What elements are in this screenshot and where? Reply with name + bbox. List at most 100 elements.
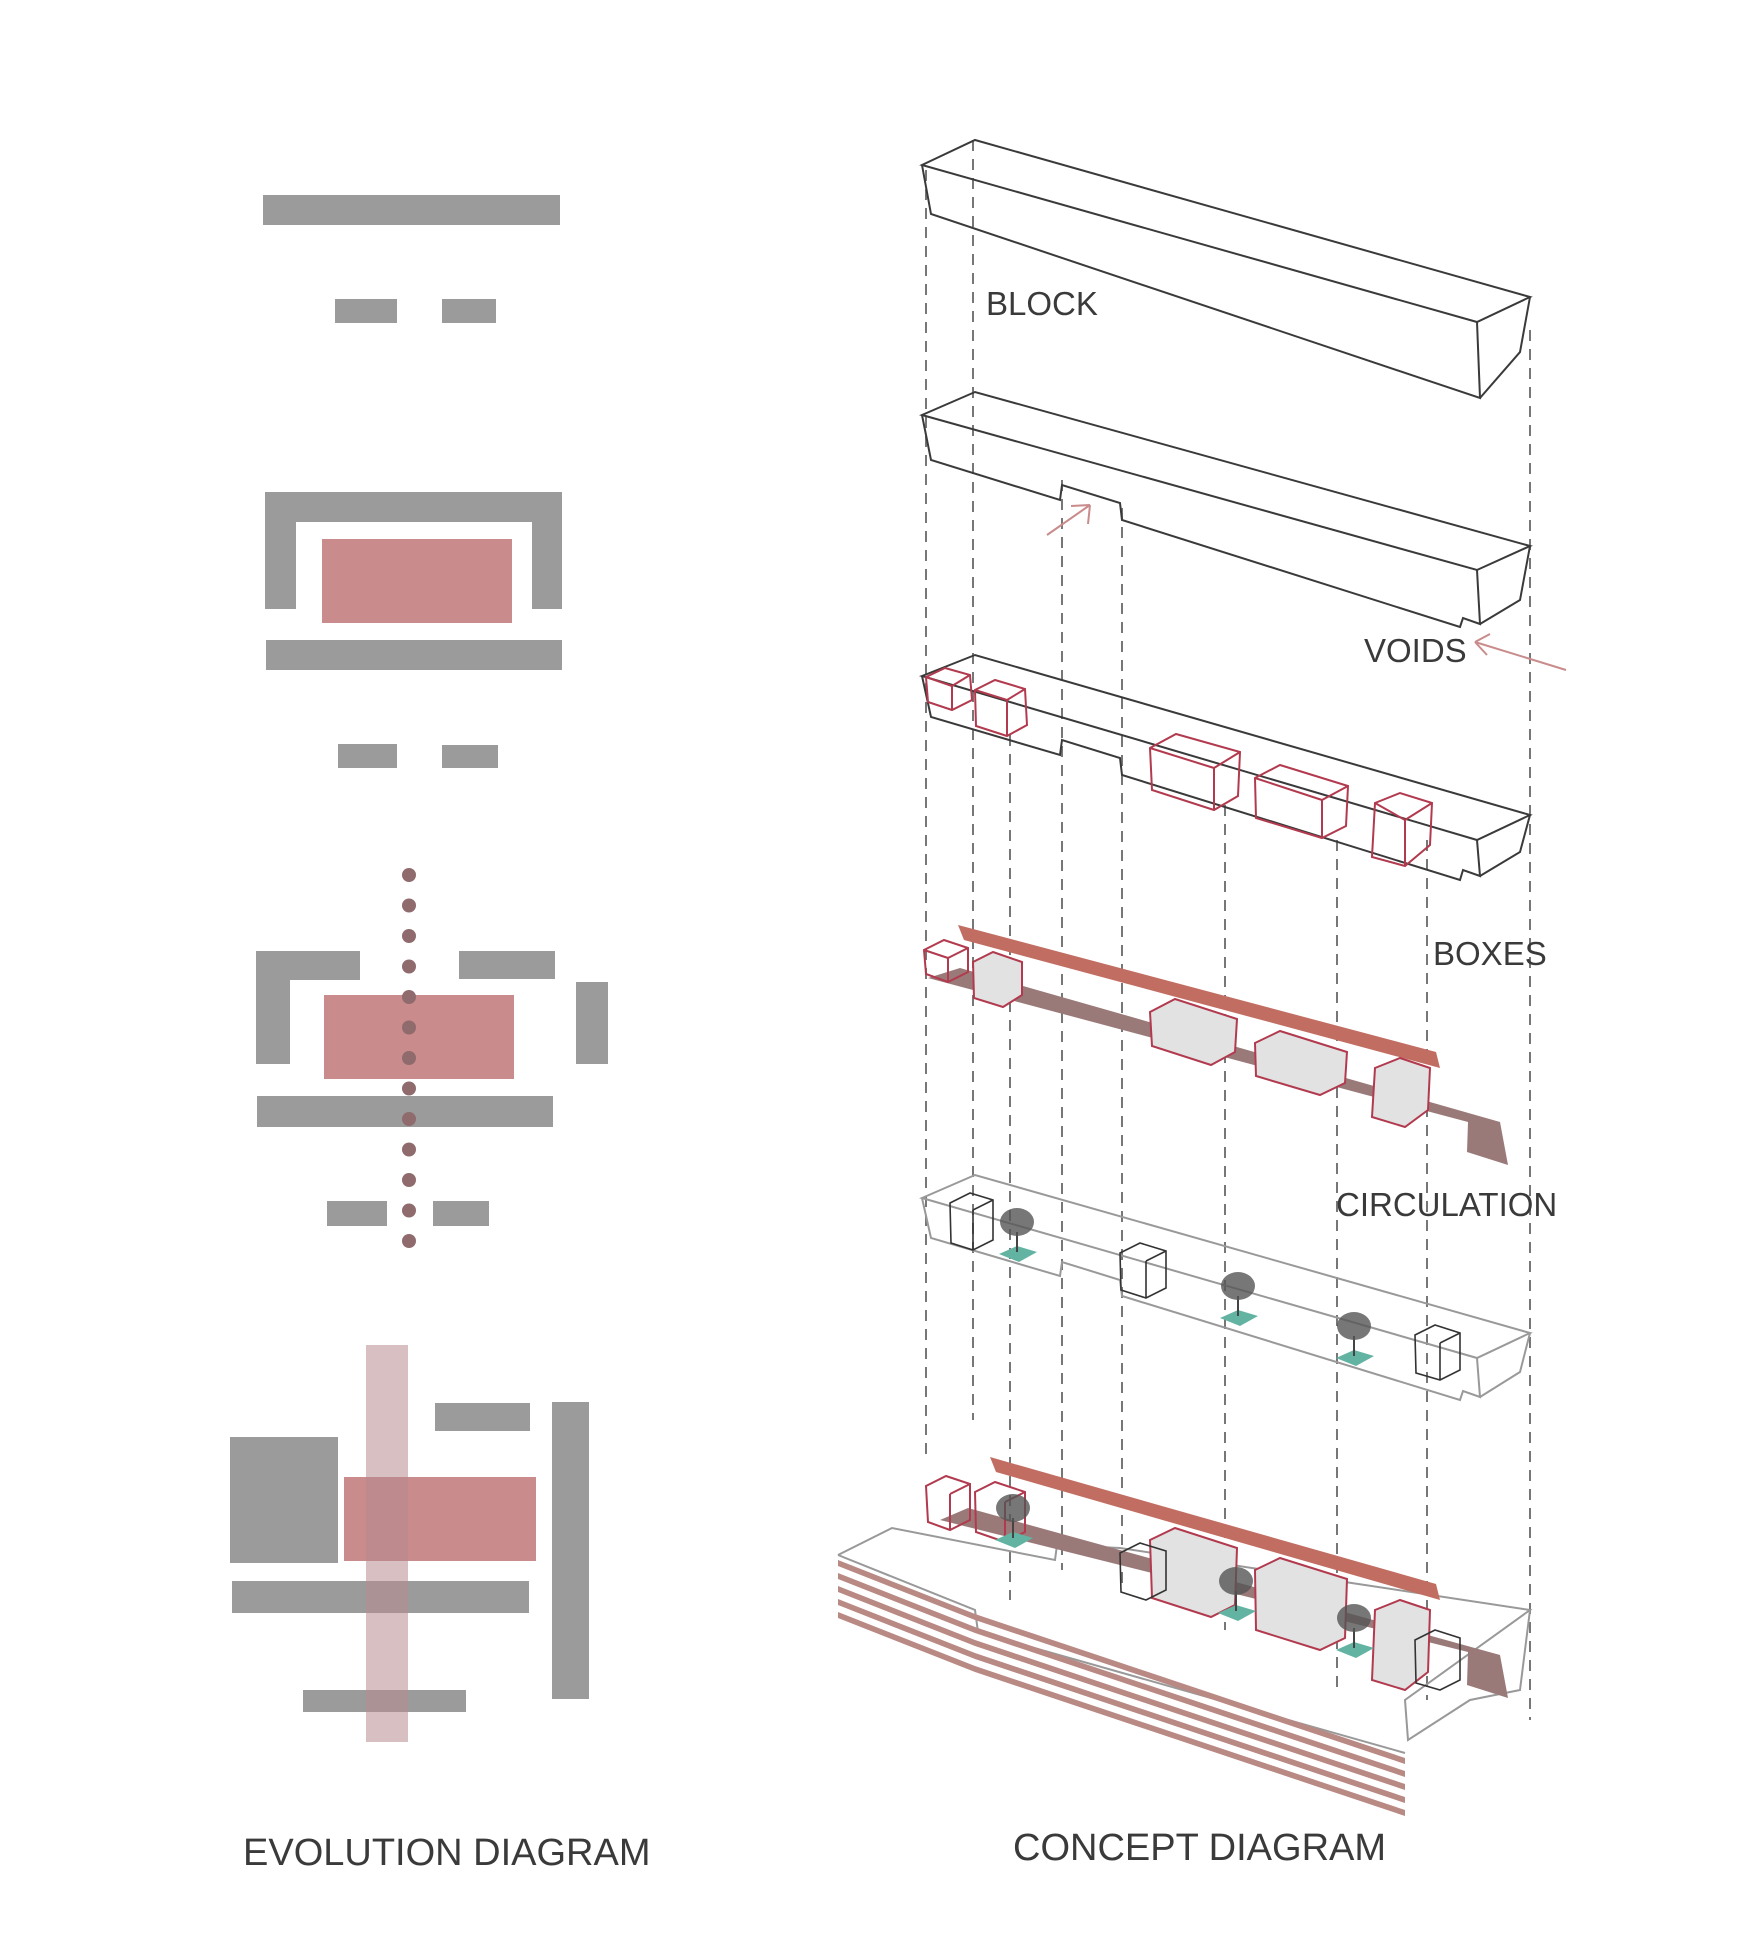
- evolution-stage-1: [263, 195, 560, 323]
- stage1-small-block-right: [442, 299, 496, 323]
- stage2-small-block-right: [442, 745, 498, 768]
- voids-top-face: [919, 390, 1533, 572]
- stage4-large-square-block: [230, 1437, 338, 1563]
- tree-icon: [1336, 1604, 1374, 1658]
- void-arrow-right: [1474, 633, 1567, 671]
- label-voids: VOIDS: [1364, 632, 1467, 669]
- boxes-slab-front: [921, 675, 1482, 882]
- tree-icon: [1336, 1312, 1374, 1366]
- base-trees: [995, 1494, 1374, 1658]
- courtyard-slab-side: [1479, 1332, 1531, 1398]
- floor-slab-stripe: [838, 1573, 1405, 1777]
- stage3-right-side-block: [576, 982, 608, 1064]
- stage2-u-frame: [265, 492, 562, 609]
- concept-diagram: BLOCK VOIDS BOX: [837, 138, 1567, 1869]
- axis-dot: [402, 1051, 416, 1065]
- stage3-l-corner-block: [256, 951, 360, 1064]
- circulation-box-5: [1370, 1056, 1432, 1129]
- stage3-top-right-bar: [459, 951, 555, 979]
- program-box-1: [924, 666, 974, 712]
- stage4-vertical-axis-strip: [366, 1345, 408, 1742]
- axis-dot: [402, 1203, 416, 1218]
- base-platform-top: [837, 1526, 1533, 1742]
- stage2-bottom-bar: [266, 640, 562, 670]
- program-box-5: [1370, 791, 1434, 868]
- axis-dot: [402, 898, 416, 913]
- projection-lines: [925, 140, 1531, 1720]
- axis-dot: [402, 990, 416, 1004]
- layer-boxes: [918, 653, 1533, 882]
- stage3-small-block-right: [433, 1201, 489, 1226]
- void-arrows: [1046, 504, 1567, 671]
- void-arrow-left: [1046, 504, 1091, 536]
- axis-dot: [402, 1234, 416, 1248]
- label-block: BLOCK: [986, 285, 1098, 322]
- layer-circulation: [922, 925, 1508, 1165]
- evolution-diagram: EVOLUTION DIAGRAM: [230, 195, 651, 1874]
- axis-dot: [402, 1020, 416, 1035]
- tree-icon: [1220, 1272, 1258, 1326]
- stage3-small-block-left: [327, 1201, 387, 1226]
- circulation-box-4: [1253, 1029, 1349, 1097]
- label-boxes: BOXES: [1433, 935, 1547, 972]
- layer-block: [919, 138, 1533, 400]
- courtyard-box-3: [1414, 1324, 1461, 1381]
- voids-side-face: [1479, 545, 1531, 625]
- layer-courtyards: [919, 1173, 1533, 1402]
- voids-front-face: [921, 414, 1482, 629]
- axis-dot: [402, 868, 416, 882]
- base-box-1: [924, 1474, 971, 1532]
- tree-icon: [995, 1494, 1033, 1548]
- circulation-box-2: [971, 950, 1023, 1009]
- courtyard-boxes: [949, 1192, 1461, 1381]
- floor-slab-stripe: [838, 1599, 1405, 1803]
- circulation-strip-red: [958, 925, 1440, 1068]
- courtyard-box-2: [1119, 1242, 1167, 1299]
- program-box-2: [973, 678, 1029, 738]
- stage1-small-block-left: [335, 299, 397, 323]
- stage2-small-block-left: [338, 744, 397, 768]
- evolution-stage-3: [256, 868, 608, 1248]
- block-front-face: [921, 164, 1482, 400]
- floor-slab-stripe: [838, 1586, 1405, 1790]
- stage1-long-bar: [263, 195, 560, 225]
- evolution-caption: EVOLUTION DIAGRAM: [243, 1832, 651, 1874]
- stage3-pink-core: [324, 995, 514, 1079]
- program-box-4: [1253, 763, 1350, 840]
- base-box-4: [1253, 1556, 1349, 1652]
- base-black-box-2: [1414, 1629, 1461, 1691]
- circulation-boxes: [922, 938, 1432, 1129]
- courtyard-box-1: [949, 1192, 994, 1251]
- circulation-box-3: [1148, 997, 1239, 1067]
- program-box-3: [1148, 732, 1242, 812]
- stage4-right-tall-block: [552, 1402, 589, 1699]
- base-strip-red: [990, 1457, 1440, 1600]
- program-boxes: [924, 666, 1434, 868]
- concept-caption: CONCEPT DIAGRAM: [1013, 1827, 1386, 1869]
- floor-slab-stripe: [838, 1612, 1405, 1816]
- axis-dot: [402, 1173, 416, 1187]
- block-side-face: [1479, 296, 1531, 399]
- courtyard-trees: [999, 1208, 1374, 1366]
- axis-dot: [402, 959, 416, 974]
- base-black-boxes: [1119, 1542, 1461, 1691]
- boxes-slab-side: [1479, 814, 1531, 877]
- evolution-stage-2: [265, 492, 562, 768]
- base-floor-slabs: [838, 1560, 1405, 1816]
- layer-combined-base: [837, 1457, 1533, 1816]
- layer-voids: [919, 390, 1533, 629]
- floor-slab-stripe: [838, 1560, 1405, 1764]
- base-black-box-1: [1119, 1542, 1167, 1601]
- axis-dot: [402, 929, 416, 943]
- tree-icon: [999, 1208, 1037, 1262]
- circulation-box-1: [922, 938, 969, 984]
- label-circulation: CIRCULATION: [1336, 1186, 1557, 1223]
- axis-dot: [402, 1081, 416, 1096]
- tree-icon: [1218, 1567, 1256, 1621]
- stage4-top-bar: [435, 1403, 530, 1431]
- axis-dot: [402, 1112, 416, 1126]
- boxes-slab: [918, 653, 1533, 882]
- stage3-axis-dots: [402, 868, 416, 1248]
- base-box-5: [1370, 1598, 1432, 1692]
